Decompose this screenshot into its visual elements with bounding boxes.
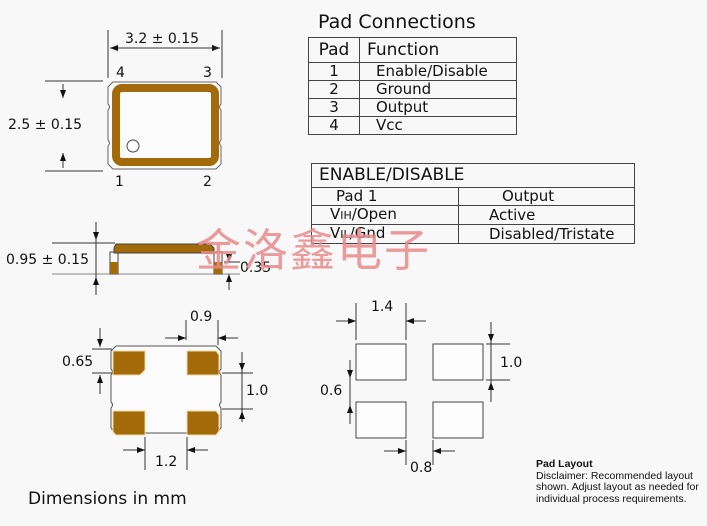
table-row: 2 Ground [308,80,517,99]
pad-number: 1 [308,62,360,81]
bottom-pitch-v-dim: 1.0 [246,383,269,399]
pad-layout-note: Pad Layout Disclaimer: Recommended layou… [536,458,706,505]
pad-function: Output [359,98,517,117]
pad-function: Enable/Disable [359,62,517,81]
pin-label-1: 1 [115,174,124,190]
pad-layout-note-title: Pad Layout [536,458,593,470]
side-pad-height-dim: 0.35 [240,260,272,276]
enable-disable-table: ENABLE/DISABLE Pad 1 Output VIH/Open Act… [311,163,635,244]
layout-pad-height-dim: 1.0 [500,355,523,371]
header-function: Function [359,37,517,63]
bottom-gap-h-dim: 1.2 [155,454,178,470]
bottom-pad-height-dim: 0.65 [62,354,94,370]
pad1-condition: VIL/Gnd [311,224,459,244]
dimensions-unit-label: Dimensions in mm [28,489,187,509]
table-row: VIH/Open Active [311,205,635,225]
pad1-condition: VIH/Open [311,205,459,225]
pad-connections-title: Pad Connections [318,11,476,33]
top-view-package [45,30,223,172]
pad-layout-disclaimer: Disclaimer: Recommended layout shown. Ad… [536,469,699,505]
pad-function: Ground [359,80,517,99]
output-state: Active [458,205,635,225]
side-view-package [52,222,240,295]
layout-gap-v-dim: 0.6 [320,383,343,399]
pad-function: Vcc [359,116,517,135]
table-row: 4 Vcc [308,116,517,135]
header-output: Output [458,187,635,206]
pad-number: 3 [308,98,360,117]
table-row: 1 Enable/Disable [308,62,517,81]
pad-connections-table: Pad Function 1 Enable/Disable 2 Ground 3… [308,37,517,135]
layout-gap-h-dim: 0.8 [410,460,433,476]
pad-number: 4 [308,116,360,135]
header-pad1: Pad 1 [311,187,459,206]
header-pad: Pad [308,37,360,63]
pin-label-3: 3 [203,65,212,81]
table-row: VIL/Gnd Disabled/Tristate [311,224,635,244]
bottom-pad-width-dim: 0.9 [190,309,213,325]
output-state: Disabled/Tristate [458,224,635,244]
top-width-dim: 3.2 ± 0.15 [125,31,200,47]
pin-label-2: 2 [203,174,212,190]
layout-pad-width-dim: 1.4 [371,299,394,315]
side-height-dim: 0.95 ± 0.15 [6,252,89,268]
pad-layout-drawing [336,303,510,465]
watermark-text: 金洛鑫电子 [196,224,432,277]
enable-disable-title: ENABLE/DISABLE [311,163,635,188]
bottom-view-package [92,320,253,470]
table-row: 3 Output [308,98,517,117]
pin-label-4: 4 [116,65,125,81]
top-height-dim: 2.5 ± 0.15 [8,117,83,133]
pad-number: 2 [308,80,360,99]
